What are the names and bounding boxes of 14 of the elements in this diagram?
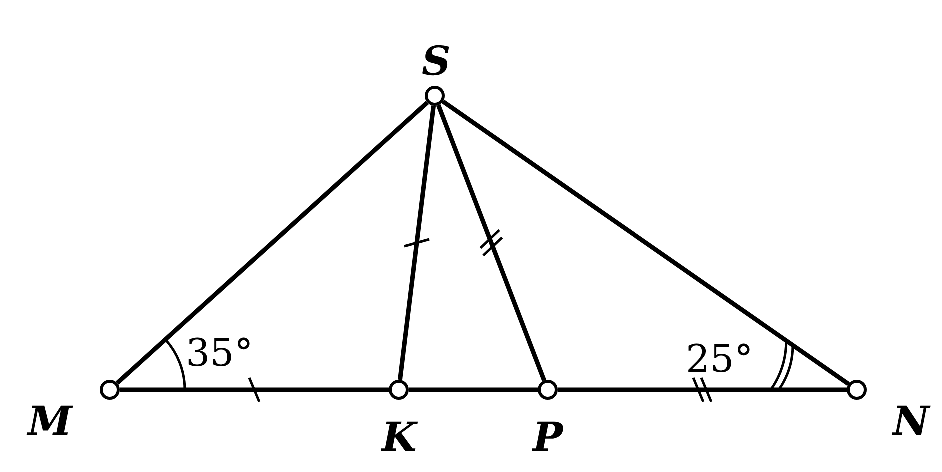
point-label: M xyxy=(28,402,72,442)
angle-label: 35° xyxy=(186,334,254,372)
line-segment xyxy=(436,104,547,382)
line-segment xyxy=(409,388,538,392)
point-label: K xyxy=(382,418,417,458)
line-segment xyxy=(398,106,436,380)
line-segment xyxy=(120,388,389,392)
point-label: S xyxy=(422,42,451,82)
line-segment xyxy=(442,100,850,386)
point-label: P xyxy=(533,418,564,458)
line-segment xyxy=(558,388,847,392)
point-label: N xyxy=(893,402,930,442)
line-segment xyxy=(116,101,430,385)
angle-label: 25° xyxy=(686,340,754,378)
